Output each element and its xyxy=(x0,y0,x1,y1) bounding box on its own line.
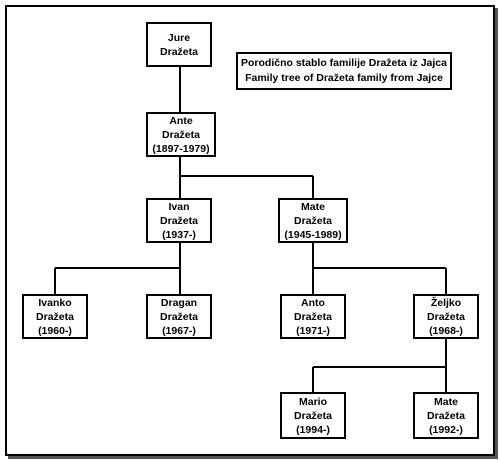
person-name: Ivanko xyxy=(38,296,72,309)
person-years: (1968-) xyxy=(429,324,463,337)
title-croatian: Porodično stablo familije Dražeta iz Jaj… xyxy=(241,57,447,69)
person-dragan: Dragan Dražeta (1967-) xyxy=(146,294,212,339)
person-jure: Jure Dražeta xyxy=(146,22,212,67)
person-name: Mate xyxy=(434,395,458,408)
person-surname: Dražeta xyxy=(427,409,465,422)
person-surname: Dražeta xyxy=(294,310,332,323)
person-name: Mario xyxy=(298,395,327,408)
person-surname: Dražeta xyxy=(162,128,200,141)
person-surname: Dražeta xyxy=(294,409,332,422)
person-name: Željko xyxy=(430,296,462,309)
person-zeljko: Željko Dražeta (1968-) xyxy=(413,294,479,339)
person-years: (1937-) xyxy=(162,228,196,241)
person-name: Ivan xyxy=(168,200,190,213)
person-years: (1960-) xyxy=(38,324,72,337)
person-surname: Dražeta xyxy=(160,214,198,227)
person-surname: Dražeta xyxy=(36,310,74,323)
person-years: (1971-) xyxy=(296,324,330,337)
person-surname: Dražeta xyxy=(160,310,198,323)
person-name: Dragan xyxy=(160,296,198,309)
person-ante: Ante Dražeta (1897-1979) xyxy=(146,112,216,157)
person-surname: Dražeta xyxy=(427,310,465,323)
person-mario: Mario Dražeta (1994-) xyxy=(280,392,346,439)
person-surname: Dražeta xyxy=(294,214,332,227)
person-name: Anto xyxy=(301,296,325,309)
person-name: Jure xyxy=(167,31,191,44)
chart-title-box: Porodično stablo familije Dražeta iz Jaj… xyxy=(236,52,452,90)
person-name: Mate xyxy=(301,200,325,213)
person-years: (1967-) xyxy=(162,324,196,337)
person-years: (1897-1979) xyxy=(152,142,210,155)
person-mate-jr: Mate Dražeta (1992-) xyxy=(413,392,479,439)
person-surname: Dražeta xyxy=(160,45,198,58)
person-ivan: Ivan Dražeta (1937-) xyxy=(146,198,212,243)
person-name: Ante xyxy=(169,114,193,127)
person-ivanko: Ivanko Dražeta (1960-) xyxy=(22,294,88,339)
person-anto: Anto Dražeta (1971-) xyxy=(280,294,346,339)
person-years: (1992-) xyxy=(429,423,463,436)
person-years: (1994-) xyxy=(296,423,330,436)
person-years: (1945-1989) xyxy=(284,228,342,241)
title-english: Family tree of Dražeta family from Jajce xyxy=(245,72,443,84)
person-mate-sr: Mate Dražeta (1945-1989) xyxy=(278,198,348,243)
